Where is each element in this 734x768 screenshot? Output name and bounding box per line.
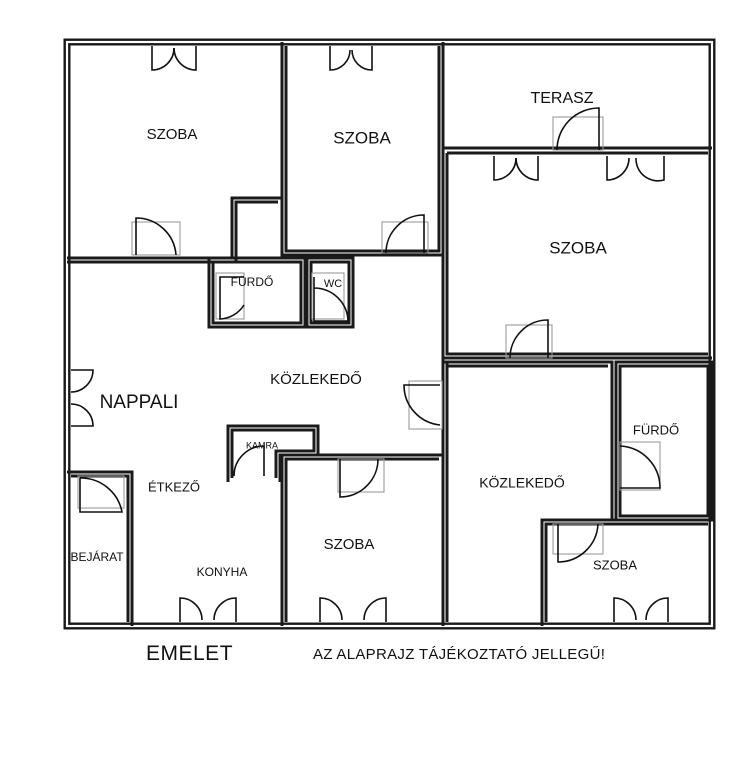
room-label-kozlekedo-2: KÖZLEKEDŐ bbox=[479, 474, 565, 491]
door-room-4 bbox=[337, 458, 385, 498]
wall-room-2 bbox=[280, 42, 445, 257]
double-door-room-3-right bbox=[606, 156, 665, 182]
room-label-kamra: KAMRA bbox=[246, 440, 278, 450]
double-door-room-3-left bbox=[493, 156, 539, 181]
wall-pantry-inner bbox=[230, 428, 316, 478]
room-label-szoba-4: SZOBA bbox=[324, 536, 375, 553]
door-wc bbox=[311, 272, 349, 322]
wall-bathroom-1-inner bbox=[211, 260, 303, 325]
room-label-szoba-2: SZOBA bbox=[333, 128, 391, 147]
double-door-room-1 bbox=[151, 46, 197, 71]
outer-wall-inner-line bbox=[65, 40, 714, 628]
room-label-furdo-2: FÜRDŐ bbox=[633, 422, 679, 437]
door-bathroom-1 bbox=[215, 272, 245, 320]
room-label-szoba-3: SZOBA bbox=[549, 238, 607, 257]
wall-room-1-inner bbox=[67, 200, 278, 264]
room-labels: SZOBA SZOBA TERASZ SZOBA FÜRDŐ WC KÖZLEK… bbox=[70, 90, 679, 579]
wall-room-5 bbox=[540, 518, 712, 626]
room-label-szoba-5: SZOBA bbox=[593, 557, 637, 572]
wall-wc bbox=[305, 256, 355, 329]
double-door-room-2 bbox=[329, 46, 373, 71]
door-room-5 bbox=[552, 523, 604, 563]
room-label-terasz: TERASZ bbox=[530, 90, 593, 107]
wall-room-3-inner bbox=[445, 153, 708, 356]
wall-room-5-inner bbox=[544, 522, 708, 622]
wall-room-1 bbox=[67, 42, 284, 260]
door-room-3 bbox=[505, 319, 553, 359]
double-door-kitchen bbox=[179, 597, 237, 622]
wall-room-2-inner bbox=[284, 46, 441, 253]
wall-hallway-2 bbox=[443, 360, 712, 522]
room-label-wc: WC bbox=[324, 278, 342, 290]
wall-bathroom-2-inner bbox=[618, 364, 710, 518]
doors bbox=[70, 46, 669, 622]
door-room-1 bbox=[131, 217, 181, 256]
room-label-konyha: KONYHA bbox=[197, 565, 248, 579]
room-label-szoba-1: SZOBA bbox=[147, 126, 198, 143]
wall-bathroom-1 bbox=[207, 256, 307, 329]
room-label-furdo-1: FÜRDŐ bbox=[231, 274, 274, 289]
door-pantry bbox=[233, 445, 265, 477]
wall-pantry bbox=[226, 424, 320, 482]
room-label-nappali: NAPPALI bbox=[100, 392, 179, 413]
wall-bathroom-2 bbox=[614, 360, 714, 522]
door-terrace bbox=[552, 107, 604, 151]
door-hallway-1 bbox=[403, 380, 443, 430]
wall-wc-inner bbox=[309, 260, 351, 325]
door-entrance bbox=[77, 475, 125, 513]
door-bathroom-2 bbox=[619, 441, 661, 491]
room-label-etkezo: ÉTKEZŐ bbox=[148, 479, 200, 494]
wall-entrance bbox=[67, 470, 134, 626]
notice-caption: AZ ALAPRAJZ TÁJÉKOZTATÓ JELLEGŰ! bbox=[313, 646, 606, 663]
floor-caption: EMELET bbox=[146, 642, 234, 665]
wall-room-4 bbox=[280, 453, 443, 626]
double-door-room-4 bbox=[319, 597, 387, 622]
double-door-room-5 bbox=[613, 597, 669, 622]
room-label-kozlekedo-1: KÖZLEKEDŐ bbox=[270, 370, 362, 388]
door-room-2 bbox=[381, 214, 429, 254]
double-door-living-room bbox=[70, 369, 94, 427]
walls bbox=[63, 38, 716, 630]
room-label-bejarat: BEJÁRAT bbox=[70, 549, 124, 564]
wall-room-4-inner bbox=[284, 457, 439, 622]
